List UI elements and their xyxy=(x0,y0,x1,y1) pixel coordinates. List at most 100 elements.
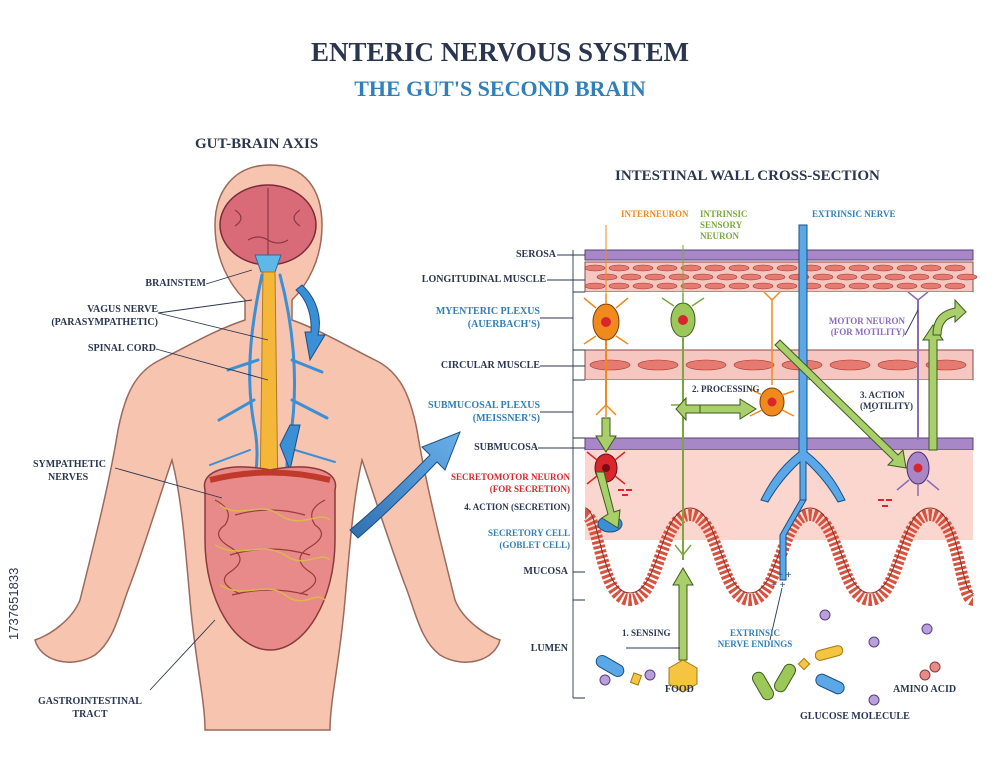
label-gi-tract: TRACT xyxy=(72,709,108,720)
muscle-cell xyxy=(632,282,654,290)
muscle-cell xyxy=(716,273,738,281)
muscle-cell xyxy=(644,273,666,281)
muscle-cell xyxy=(896,264,918,272)
label-processing: 2. PROCESSING xyxy=(692,384,760,394)
label-for-secretion: (FOR SECRETION) xyxy=(489,484,570,494)
muscle-cell xyxy=(872,282,894,290)
label-intrinsic-sensory: SENSORY xyxy=(700,220,743,230)
muscle-cell xyxy=(956,273,978,281)
muscle-cell xyxy=(872,264,894,272)
label-submucosal-plexus: SUBMUCOSAL PLEXUS xyxy=(428,400,540,411)
muscle-cell xyxy=(637,359,679,371)
label-mucosa: MUCOSA xyxy=(523,566,568,577)
label-secretomotor-neuron: SECRETOMOTOR NEURON xyxy=(451,472,570,482)
layer-longitudinal-muscle xyxy=(584,261,978,293)
submucosal-neuron xyxy=(749,291,795,417)
svg-text:+ +: + + xyxy=(771,580,786,591)
label-food: FOOD xyxy=(665,684,694,695)
muscle-cell xyxy=(836,273,858,281)
muscle-cell xyxy=(829,359,871,371)
muscle-cell xyxy=(668,273,690,281)
label-motility: (MOTILITY) xyxy=(860,401,914,411)
muscle-cell xyxy=(685,359,727,371)
intrinsic-sensory-neuron xyxy=(661,245,705,560)
label-goblet-cell: (GOBLET CELL) xyxy=(499,540,570,550)
label-submucosa: SUBMUCOSA xyxy=(474,442,538,453)
muscle-cell xyxy=(932,273,954,281)
muscle-cell xyxy=(884,273,906,281)
muscle-cell xyxy=(620,273,642,281)
zoom-arrow xyxy=(349,431,461,539)
brain-icon xyxy=(219,184,317,273)
muscle-cell xyxy=(944,282,966,290)
label-secretory-cell: SECRETORY CELL xyxy=(488,528,570,538)
label-myenteric-plexus: MYENTERIC PLEXUS xyxy=(435,306,540,317)
muscle-cell xyxy=(920,282,942,290)
label-extrinsic-endings: EXTRINSIC xyxy=(729,628,780,638)
vagus-arrows xyxy=(279,284,326,472)
motor-neuron xyxy=(896,291,940,496)
muscle-cell xyxy=(752,264,774,272)
secretion-dashes xyxy=(878,499,892,507)
muscle-cell xyxy=(908,273,930,281)
label-auerbach: (AUERBACH'S) xyxy=(467,319,540,330)
label-extrinsic-nerve: EXTRINSIC NERVE xyxy=(812,209,896,219)
muscle-cell xyxy=(608,264,630,272)
svg-text:+ +: + + xyxy=(777,570,792,581)
page-title: ENTERIC NERVOUS SYSTEM xyxy=(310,37,690,67)
muscle-cell xyxy=(776,282,798,290)
label-lumen: LUMEN xyxy=(530,643,568,654)
layer-serosa xyxy=(584,249,974,261)
muscle-cell xyxy=(608,282,630,290)
label-sympathetic-nerves: NERVES xyxy=(48,472,89,483)
label-brainstem: BRAINSTEM xyxy=(145,278,206,289)
label-action: 3. ACTION xyxy=(860,390,905,400)
label-serosa: SEROSA xyxy=(515,249,556,260)
muscle-cell xyxy=(896,282,918,290)
muscle-cell xyxy=(656,264,678,272)
label-vagus-nerve: VAGUS NERVE xyxy=(87,304,158,315)
layer-submucosa xyxy=(584,437,974,451)
muscle-cell xyxy=(848,264,870,272)
muscle-cell xyxy=(584,282,606,290)
label-amino-acid: AMINO ACID xyxy=(893,684,957,695)
label-intrinsic-neuron: NEURON xyxy=(700,231,740,241)
label-for-motility: (FOR MOTILITY) xyxy=(830,327,905,337)
muscle-cell xyxy=(728,264,750,272)
muscle-cell xyxy=(848,282,870,290)
muscle-cell xyxy=(776,264,798,272)
muscle-cell xyxy=(680,282,702,290)
label-action-secretion: 4. ACTION (SECRETION) xyxy=(464,502,570,512)
muscle-cell xyxy=(812,273,834,281)
muscle-cell xyxy=(632,264,654,272)
label-vagus-parasympathetic: (PARASYMPATHETIC) xyxy=(51,317,158,328)
gut-brain-axis-heading: GUT-BRAIN AXIS xyxy=(195,136,319,152)
cross-section-heading: INTESTINAL WALL CROSS-SECTION xyxy=(615,168,880,184)
stock-id: 1737651833 xyxy=(6,567,21,640)
muscle-cell xyxy=(733,359,775,371)
interneuron xyxy=(583,225,629,417)
muscle-cell xyxy=(656,282,678,290)
muscle-cell xyxy=(944,264,966,272)
muscle-cell xyxy=(704,282,726,290)
page-subtitle: THE GUT'S SECOND BRAIN xyxy=(354,76,646,101)
muscle-cell xyxy=(704,264,726,272)
label-longitudinal-muscle: LONGITUDINAL MUSCLE xyxy=(421,274,546,285)
muscle-cell xyxy=(596,273,618,281)
label-nerve-endings: NERVE ENDINGS xyxy=(717,639,793,649)
label-motor-neuron: MOTOR NEURON xyxy=(828,316,905,326)
label-interneuron: INTERNEURON xyxy=(621,209,689,219)
right-leader-lines xyxy=(538,250,919,699)
muscle-cell xyxy=(589,359,631,371)
label-gastrointestinal: GASTROINTESTINAL xyxy=(38,696,142,707)
muscle-cell xyxy=(920,264,942,272)
muscle-cell xyxy=(764,273,786,281)
label-circular-muscle: CIRCULAR MUSCLE xyxy=(440,360,540,371)
lumen-molecules xyxy=(595,609,941,706)
muscle-cell xyxy=(824,264,846,272)
label-spinal-cord: SPINAL CORD xyxy=(87,343,156,354)
spinal-cord xyxy=(259,271,279,501)
label-intrinsic: INTRINSIC xyxy=(700,209,748,219)
label-meissner: (MEISSNER'S) xyxy=(472,413,540,424)
